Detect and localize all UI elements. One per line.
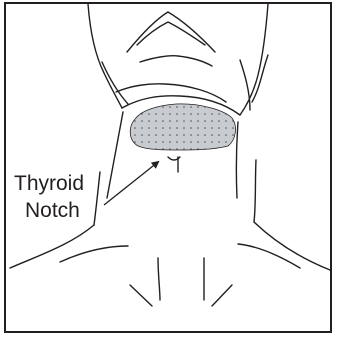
right-collar (238, 244, 300, 268)
sternal-line-right (212, 285, 232, 306)
notch-label: Notch (25, 199, 80, 223)
left-shoulder (10, 225, 94, 268)
shaded-area-dots (130, 104, 235, 150)
left-face-contour (88, 4, 122, 108)
right-ear-line (252, 55, 268, 102)
jaw-inner (137, 22, 205, 45)
jaw-lower-arc (116, 84, 226, 102)
right-neck-line (254, 160, 256, 222)
right-cheek-fold (240, 60, 250, 110)
thyroid-label: Thyroid (14, 172, 84, 196)
center-notch-left (158, 258, 160, 300)
jaw-peak (127, 12, 215, 52)
left-inner-neck (107, 112, 123, 198)
left-collar (60, 246, 128, 262)
left-ear-line (102, 62, 128, 104)
left-neck-line (94, 172, 100, 225)
sternal-line (130, 285, 152, 306)
lip-arc (140, 56, 212, 66)
right-inner-neck (236, 122, 238, 198)
